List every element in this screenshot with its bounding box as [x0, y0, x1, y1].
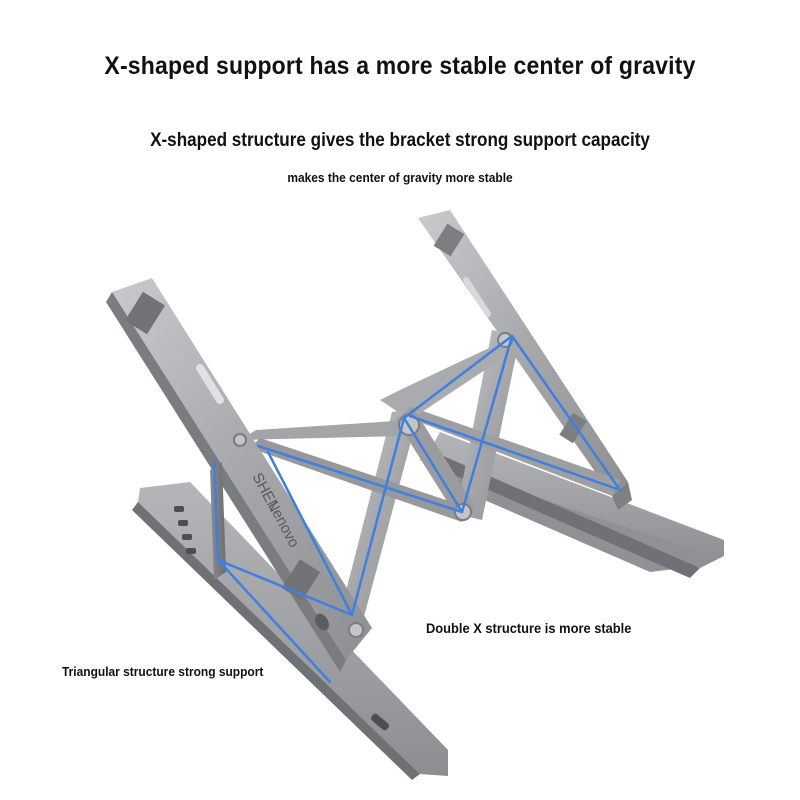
- callout-backdrop-double: [410, 612, 660, 646]
- callout-double-x: Double X structure is more stable: [426, 620, 632, 636]
- callout-triangle: Triangular structure strong support: [62, 664, 264, 679]
- front-x-highlight-line: [256, 416, 464, 617]
- subtext: makes the center of gravity more stable: [287, 170, 513, 185]
- callout-backdrop-triangle: [44, 656, 280, 688]
- structure-highlight-lines: [212, 334, 622, 684]
- right-x-highlight-line: [408, 334, 622, 492]
- headline: X-shaped support has a more stable cente…: [104, 52, 696, 80]
- right-base-rail: [420, 432, 724, 578]
- left-top-rail: Lenovo SHEN: [106, 278, 372, 672]
- subheadline: X-shaped structure gives the bracket str…: [150, 130, 650, 151]
